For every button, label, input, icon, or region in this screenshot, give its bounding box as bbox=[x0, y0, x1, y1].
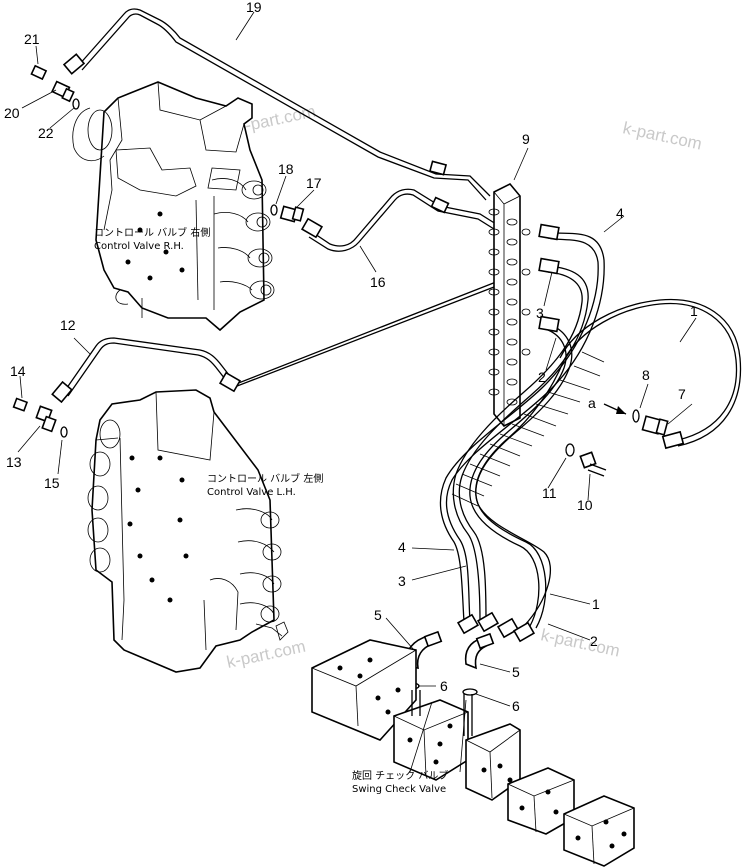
callout-3: 3 bbox=[398, 573, 406, 589]
fitting-13 bbox=[35, 405, 57, 433]
callout-5: 5 bbox=[374, 607, 382, 623]
callout-21: 21 bbox=[24, 31, 40, 47]
control-valve-lh-label-en: Control Valve L.H. bbox=[207, 487, 296, 498]
callout-4: 4 bbox=[398, 539, 406, 555]
callout-20: 20 bbox=[4, 105, 20, 121]
callout-12: 12 bbox=[60, 317, 76, 333]
bolt-10 bbox=[579, 451, 607, 477]
fitting-17 bbox=[279, 205, 305, 223]
fitting-18 bbox=[270, 204, 278, 216]
control-valve-rh-label-en: Control Valve R.H. bbox=[94, 241, 184, 252]
callout-9: 9 bbox=[522, 131, 530, 147]
callout-6: 6 bbox=[512, 698, 520, 714]
control-valve-rh bbox=[72, 81, 275, 332]
callout-4: 4 bbox=[616, 205, 624, 221]
elbow-5-right bbox=[464, 632, 495, 670]
fitting-21 bbox=[30, 64, 48, 81]
watermark: k-part.com bbox=[225, 637, 307, 672]
callout-16: 16 bbox=[370, 274, 386, 290]
swing-check-valve-label: 旋回 チェック バルブ Swing Check Valve bbox=[352, 769, 448, 795]
control-valve-rh-label: コントロール バルブ 右側 Control Valve R.H. bbox=[94, 226, 210, 252]
control-valve-lh bbox=[87, 389, 289, 673]
hose-2 bbox=[469, 315, 573, 629]
view-marker-a: a bbox=[588, 395, 596, 411]
pipe-19 bbox=[62, 8, 491, 201]
hose-1 bbox=[475, 298, 742, 627]
callout-7: 7 bbox=[678, 386, 686, 402]
watermark: k-part.com bbox=[539, 625, 621, 660]
callout-1: 1 bbox=[690, 303, 698, 319]
callout-17: 17 bbox=[306, 175, 322, 191]
callout-numbers: 1 1 2 2 3 3 4 4 5 5 6 6 7 8 9 10 11 12 1… bbox=[4, 0, 698, 714]
callout-19: 19 bbox=[246, 0, 262, 15]
hose-4 bbox=[439, 223, 605, 623]
o-ring-22 bbox=[72, 98, 80, 110]
manifold-block-9 bbox=[488, 183, 531, 427]
callout-2: 2 bbox=[538, 369, 546, 385]
control-valve-lh-label-jp: コントロール バルブ 左側 bbox=[207, 472, 323, 485]
hose-end-fittings bbox=[456, 611, 536, 643]
o-ring-8 bbox=[632, 409, 640, 423]
callout-2: 2 bbox=[590, 633, 598, 649]
fitting-14 bbox=[12, 397, 29, 412]
hose-3 bbox=[452, 257, 589, 623]
leader-lines bbox=[17, 11, 697, 773]
hose-bundle-wrap bbox=[451, 351, 605, 507]
callout-22: 22 bbox=[38, 125, 54, 141]
callout-10: 10 bbox=[577, 497, 593, 513]
callout-5: 5 bbox=[512, 664, 520, 680]
fitting-20 bbox=[51, 80, 75, 103]
swing-check-valve bbox=[311, 639, 635, 867]
o-ring-15 bbox=[60, 426, 68, 438]
swing-check-valve-label-en: Swing Check Valve bbox=[352, 784, 446, 795]
control-valve-lh-label: コントロール バルブ 左側 Control Valve L.H. bbox=[207, 472, 323, 498]
watermark: k-part.com bbox=[621, 118, 703, 153]
callout-1: 1 bbox=[592, 596, 600, 612]
callout-15: 15 bbox=[44, 475, 60, 491]
callout-11: 11 bbox=[542, 485, 557, 501]
callout-8: 8 bbox=[642, 367, 650, 383]
view-arrow-a: a bbox=[588, 395, 627, 415]
swing-check-valve-label-jp: 旋回 チェック バルブ bbox=[352, 769, 448, 782]
callout-13: 13 bbox=[6, 454, 22, 470]
callout-18: 18 bbox=[278, 161, 294, 177]
fitting-7 bbox=[641, 415, 669, 436]
washer-11 bbox=[565, 443, 575, 457]
pipe-16 bbox=[300, 188, 497, 252]
pipe-12 bbox=[51, 281, 497, 404]
callout-14: 14 bbox=[10, 363, 26, 379]
callout-6: 6 bbox=[440, 678, 448, 694]
callout-3: 3 bbox=[536, 305, 544, 321]
control-valve-rh-label-jp: コントロール バルブ 右側 bbox=[94, 226, 210, 239]
